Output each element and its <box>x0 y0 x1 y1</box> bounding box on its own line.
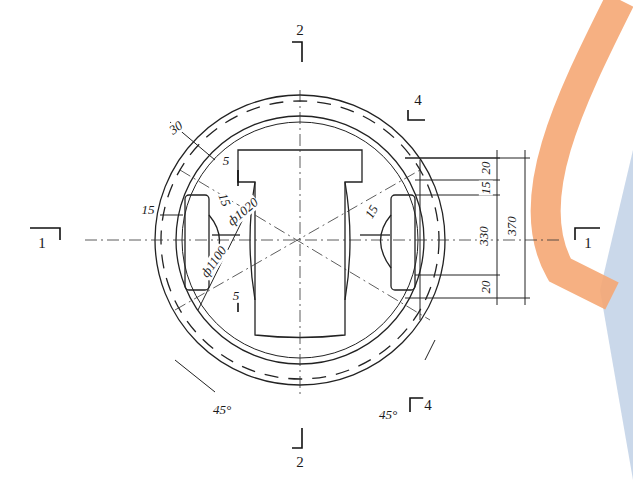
section-mark-label: 4 <box>413 92 423 109</box>
dimension-label: 370 <box>505 215 519 237</box>
dimension-label: 15 <box>215 191 234 210</box>
dimension-label: 5 <box>232 289 241 303</box>
dimension-label: 20 <box>479 161 493 176</box>
port-line <box>360 234 390 235</box>
slot-edge <box>345 182 350 300</box>
right-port <box>381 215 392 268</box>
dimension-label: 15 <box>141 203 156 217</box>
right-window <box>391 195 415 290</box>
dimension-label: 330 <box>477 225 491 247</box>
dimension-label: 20 <box>479 280 493 295</box>
section-mark-label: 2 <box>295 22 305 39</box>
dimension-lines <box>160 122 530 392</box>
section-mark-label: 2 <box>295 454 305 471</box>
dimension-label: ф1100 <box>198 243 231 281</box>
orange-band <box>545 0 620 296</box>
dimension-label: 45° <box>212 403 232 417</box>
dimension-label: 15 <box>362 202 382 222</box>
dimension-label: 30 <box>166 118 186 138</box>
blue-wedge <box>600 150 633 480</box>
section-marks <box>30 42 600 448</box>
section-mark-label: 1 <box>583 235 593 252</box>
dimension-label: 15 <box>479 181 493 196</box>
section-mark-label: 4 <box>423 397 433 414</box>
dimension-label: 5 <box>222 154 231 168</box>
dimension-label: 45° <box>378 408 398 422</box>
center-lines <box>85 90 560 395</box>
section-mark-label: 1 <box>37 235 47 252</box>
